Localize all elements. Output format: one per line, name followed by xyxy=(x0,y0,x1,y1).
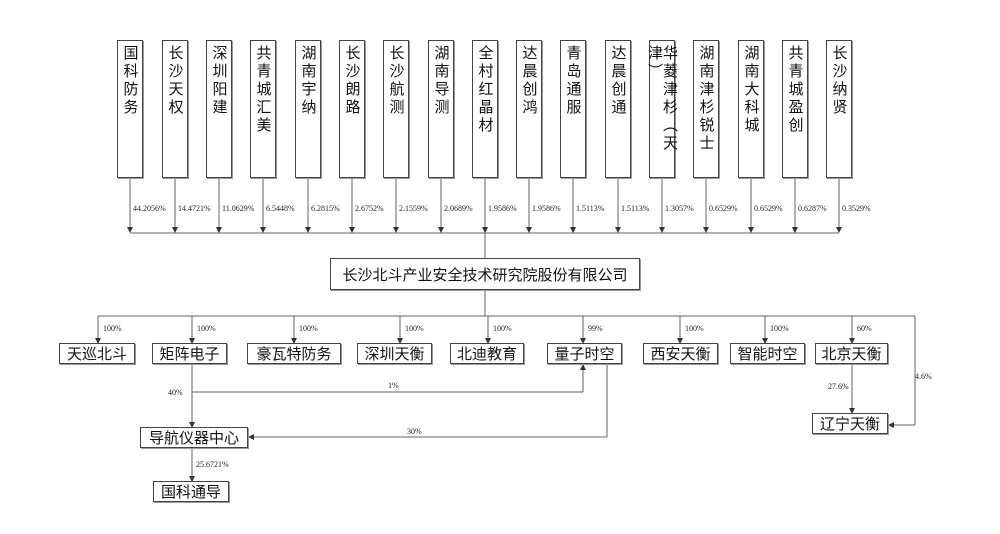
subsidiary-box: 深圳天衡 xyxy=(357,343,432,364)
shareholder-pct: 1.3057% xyxy=(665,204,694,213)
guoke-tongdao-box: 国科通导 xyxy=(153,481,229,502)
shareholder-name: 湖南大科城 xyxy=(742,45,761,135)
shareholder-pct: 2.6752% xyxy=(355,204,384,213)
shareholder-pct: 11.0629% xyxy=(222,204,255,213)
shareholder-box: 华菱津杉（天津） xyxy=(646,40,679,178)
shareholder-box: 全村红晶材 xyxy=(472,40,498,178)
shareholder-name: 湖南导测 xyxy=(432,45,451,117)
shareholder-name: 深圳阳建 xyxy=(210,45,229,117)
company-box: 长沙北斗产业安全技术研究院股份有限公司 xyxy=(330,258,640,290)
subsidiary-pct: 60% xyxy=(857,324,872,333)
shareholder-box: 青岛通服 xyxy=(560,40,586,178)
shareholder-box: 湖南导测 xyxy=(428,40,454,178)
shareholder-pct: 44.2056% xyxy=(133,204,166,213)
shareholder-pct: 14.4721% xyxy=(178,204,211,213)
shareholder-box: 长沙航测 xyxy=(383,40,409,178)
shareholder-name: 长沙朗路 xyxy=(343,45,362,117)
shareholder-pct: 0.6529% xyxy=(754,204,783,213)
shareholder-pct: 1.5113% xyxy=(621,204,650,213)
shareholder-box: 长沙纳贤 xyxy=(826,40,852,178)
shareholder-name: 长沙天权 xyxy=(166,45,185,117)
subsidiary-box: 豪瓦特防务 xyxy=(247,343,341,364)
shareholder-name: 长沙航测 xyxy=(387,45,406,117)
shareholder-pct: 6.5448% xyxy=(266,204,295,213)
shareholder-box: 达晨创鸿 xyxy=(516,40,542,178)
subsidiary-pct: 99% xyxy=(588,324,603,333)
subsidiary-box: 量子时空 xyxy=(547,343,622,364)
shareholder-box: 达晨创通 xyxy=(605,40,631,178)
liaoning-box: 辽宁天衡 xyxy=(812,413,888,434)
shareholder-name: 国科防务 xyxy=(121,45,140,117)
shareholder-pct: 0.6287% xyxy=(798,204,827,213)
subsidiary-box: 矩阵电子 xyxy=(152,343,227,364)
subsidiary-box: 北京天衡 xyxy=(815,343,888,364)
shareholder-box: 湖南大科城 xyxy=(738,40,764,178)
subsidiary-box: 北迪教育 xyxy=(450,343,524,364)
shareholder-pct: 1.9586% xyxy=(532,204,561,213)
pct-beijing-to-liaoning: 27.6% xyxy=(828,382,849,391)
pct-matrix-to-quantum: 1% xyxy=(388,381,399,390)
shareholder-box: 共青城汇美 xyxy=(250,40,276,178)
shareholder-pct: 6.2815% xyxy=(311,204,340,213)
subsidiary-pct: 100% xyxy=(103,324,122,333)
shareholder-box: 长沙天权 xyxy=(162,40,188,178)
shareholder-name: 湖南宇纳 xyxy=(299,45,318,117)
subsidiary-box: 智能时空 xyxy=(730,343,805,364)
shareholder-pct: 2.0689% xyxy=(444,204,473,213)
shareholder-box: 国科防务 xyxy=(117,40,143,178)
shareholder-box: 湖南宇纳 xyxy=(295,40,321,178)
shareholder-name: 青岛通服 xyxy=(564,45,583,117)
pct-company-to-liaoning: 4.6% xyxy=(915,372,932,381)
shareholder-name: 华菱津杉（天津） xyxy=(646,45,679,153)
shareholder-box: 长沙朗路 xyxy=(339,40,365,178)
subsidiary-box: 西安天衡 xyxy=(643,343,718,364)
shareholder-name: 长沙纳贤 xyxy=(830,45,849,117)
shareholder-pct: 2.1559% xyxy=(399,204,428,213)
pct-matrix-to-nav: 40% xyxy=(168,388,183,397)
shareholder-pct: 0.6529% xyxy=(709,204,738,213)
subsidiary-box: 天巡北斗 xyxy=(59,343,135,364)
shareholder-pct: 1.5113% xyxy=(576,204,605,213)
shareholder-box: 共青城盈创 xyxy=(782,40,808,178)
shareholder-box: 湖南津杉锐士 xyxy=(693,40,719,178)
subsidiary-pct: 100% xyxy=(405,324,424,333)
subsidiary-pct: 100% xyxy=(493,324,512,333)
shareholder-name: 达晨创通 xyxy=(609,45,628,117)
subsidiary-pct: 100% xyxy=(770,324,789,333)
pct-quantum-to-nav: 30% xyxy=(407,427,422,436)
subsidiary-pct: 100% xyxy=(685,324,704,333)
shareholder-pct: 1.9586% xyxy=(488,204,517,213)
subsidiary-pct: 100% xyxy=(299,324,318,333)
shareholder-name: 全村红晶材 xyxy=(476,45,495,135)
shareholder-name: 湖南津杉锐士 xyxy=(697,45,716,153)
shareholder-name: 达晨创鸿 xyxy=(520,45,539,117)
shareholder-name: 共青城盈创 xyxy=(786,45,805,135)
shareholder-pct: 0.3529% xyxy=(842,204,871,213)
shareholder-box: 深圳阳建 xyxy=(206,40,232,178)
pct-nav-to-guoke: 25.6721% xyxy=(196,460,229,469)
subsidiary-pct: 100% xyxy=(197,324,216,333)
nav-center-box: 导航仪器中心 xyxy=(140,427,248,448)
shareholder-name: 共青城汇美 xyxy=(254,45,273,135)
